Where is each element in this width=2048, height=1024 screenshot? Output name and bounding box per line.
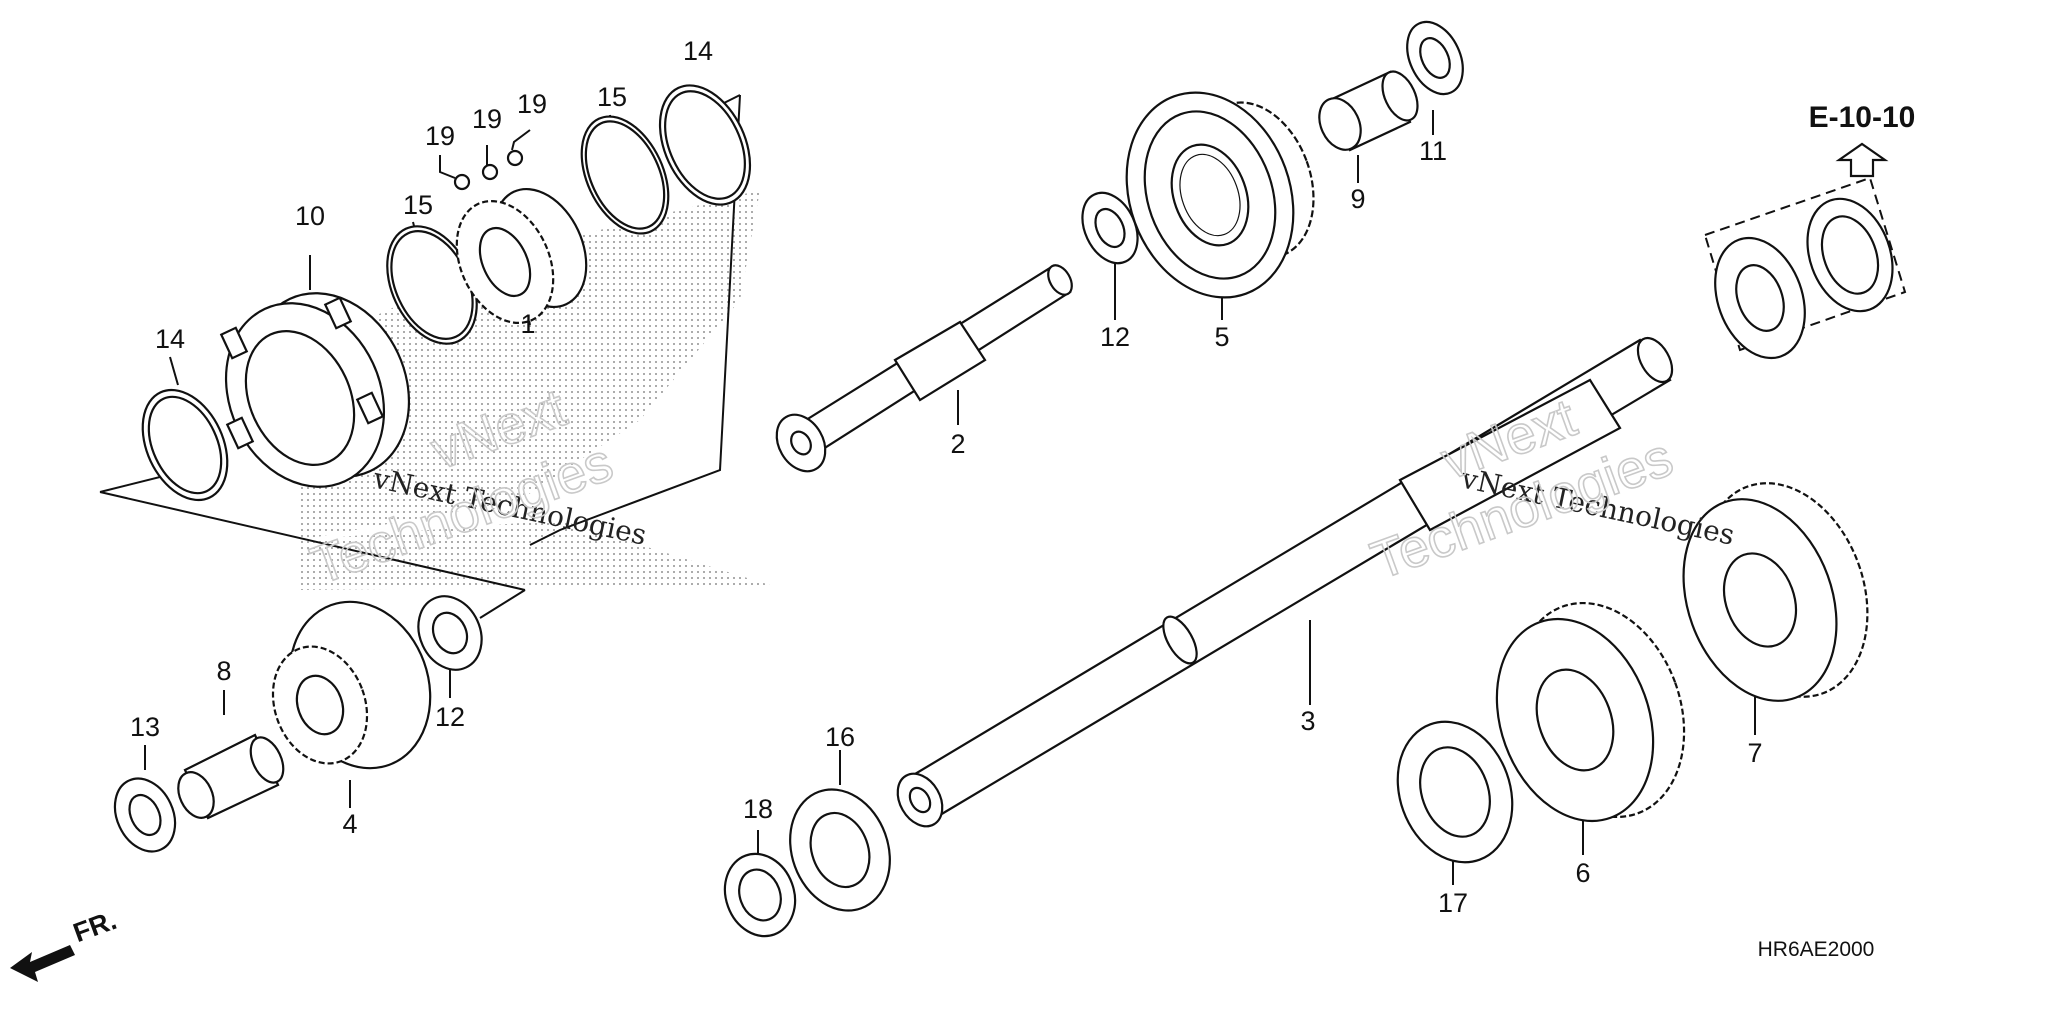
callout-7: 7 xyxy=(1747,738,1762,768)
part-19-balls[interactable] xyxy=(453,149,524,191)
callout-18: 18 xyxy=(743,794,773,824)
callout-13: 13 xyxy=(130,712,160,742)
part-1-gear[interactable] xyxy=(438,174,604,339)
callout-15-right: 15 xyxy=(597,82,627,112)
callout-4: 4 xyxy=(342,809,357,839)
callout-12-top: 12 xyxy=(1100,322,1130,352)
drawing-code: HR6AE2000 xyxy=(1758,938,1875,961)
reference-box[interactable] xyxy=(1699,142,1907,371)
callout-10: 10 xyxy=(295,201,325,231)
part-12-washer-bottom[interactable] xyxy=(407,586,493,680)
part-4-gear[interactable] xyxy=(257,582,453,788)
callout-6: 6 xyxy=(1575,858,1590,888)
part-3-shaft[interactable] xyxy=(889,332,1679,834)
callout-15-left: 15 xyxy=(403,190,433,220)
part-9-bushing[interactable] xyxy=(1311,66,1424,156)
part-13-washer[interactable] xyxy=(104,769,187,862)
callout-19-c: 19 xyxy=(517,89,547,119)
part-5-gear[interactable] xyxy=(1099,69,1334,321)
callout-19-a: 19 xyxy=(425,121,455,151)
part-15-ring-left[interactable] xyxy=(370,212,495,358)
callout-16: 16 xyxy=(825,722,855,752)
part-7-gear[interactable] xyxy=(1657,460,1896,722)
callout-8: 8 xyxy=(216,656,231,686)
part-18-seal[interactable] xyxy=(714,844,807,946)
callout-14-left: 14 xyxy=(155,324,185,354)
part-6-gear[interactable] xyxy=(1470,579,1713,843)
callout-3: 3 xyxy=(1300,706,1315,736)
callout-19-b: 19 xyxy=(472,104,502,134)
callout-5: 5 xyxy=(1214,322,1229,352)
callout-12-bottom: 12 xyxy=(435,702,465,732)
part-10-sleeve[interactable] xyxy=(197,267,438,513)
stipple-watermark xyxy=(300,190,770,590)
part-17-bearing[interactable] xyxy=(1379,706,1532,879)
part-11-washer[interactable] xyxy=(1396,13,1473,103)
front-arrow-icon xyxy=(10,945,75,982)
callout-labels: 1 2 3 4 5 6 7 8 9 10 11 12 12 13 14 14 1… xyxy=(130,36,1763,918)
part-15-ring-right[interactable] xyxy=(564,103,685,248)
part-16-bearing[interactable] xyxy=(774,775,907,924)
part-14-ring-left[interactable] xyxy=(126,376,244,513)
part-2-shaft[interactable] xyxy=(767,261,1077,480)
front-marker: FR. xyxy=(69,905,120,948)
callout-2: 2 xyxy=(950,429,965,459)
reference-label[interactable]: E-10-10 xyxy=(1809,101,1916,134)
part-14-ring-right[interactable] xyxy=(642,71,768,219)
callout-9: 9 xyxy=(1350,184,1365,214)
part-8-bushing[interactable] xyxy=(171,732,289,823)
callout-14-right: 14 xyxy=(683,36,713,66)
callout-17: 17 xyxy=(1438,888,1468,918)
callout-1: 1 xyxy=(520,309,535,339)
callout-11: 11 xyxy=(1419,136,1447,166)
part-12-washer-top[interactable] xyxy=(1072,184,1149,272)
